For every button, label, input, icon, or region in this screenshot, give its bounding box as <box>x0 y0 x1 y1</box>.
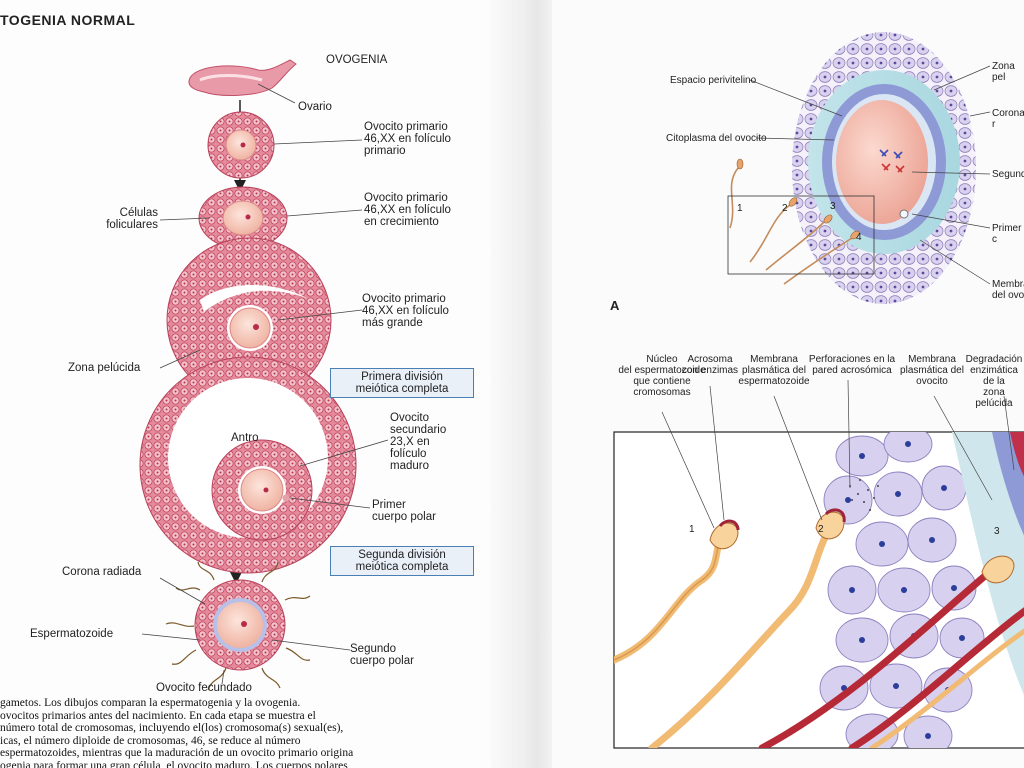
page-header: TOGENIA NORMAL <box>0 12 136 28</box>
label-espermatozoide: Espermatozoide <box>30 628 114 640</box>
label-zona-pel: Zona pel <box>992 61 1015 83</box>
right-page: Espacio perivitelino Citoplasma del ovoc… <box>552 0 1024 768</box>
label-citoplasma-ovocito: Citoplasma del ovocito <box>666 133 767 144</box>
num-bottom-2: 2 <box>818 524 824 535</box>
fertilization-diagram <box>613 32 1024 749</box>
sperm-tails <box>165 561 311 691</box>
chromosomes-icon <box>879 149 905 173</box>
label-corona-r: Corona r <box>992 108 1024 130</box>
num-bottom-3: 3 <box>994 526 1000 537</box>
label-ovocito-fecundado: Ovocito fecundado <box>156 682 252 694</box>
num-top-3: 3 <box>830 201 836 212</box>
sperm-3-tail <box>758 566 996 748</box>
num-top-2: 2 <box>782 203 788 214</box>
sperm-1-head <box>709 522 739 550</box>
sperm-2-tail <box>648 528 832 748</box>
num-bottom-1: 1 <box>689 524 695 535</box>
zoom-frame-a <box>727 195 875 275</box>
label-primer-c: Primer c <box>992 223 1022 245</box>
label-espacio-perivitelino: Espacio perivitelino <box>670 75 757 86</box>
label-antro: Antro <box>231 432 259 444</box>
corona-cells-b <box>819 432 985 748</box>
ovogenia-title: OVOGENIA <box>326 54 388 66</box>
sperm-3-head <box>981 555 1015 584</box>
panel-a-label: A <box>610 298 620 313</box>
label-ovario: Ovario <box>298 101 332 113</box>
label-membrana-ovoc: Membrandel ovoc <box>992 279 1024 301</box>
label-segunda: Segunda <box>992 169 1024 180</box>
figure-caption: gametos. Los dibujos comparan la esperma… <box>0 697 354 768</box>
first-polar-body <box>899 209 909 219</box>
num-top-4: 4 <box>856 232 862 243</box>
ovogenesis-diagram <box>139 59 389 691</box>
oocyte-cytoplasm <box>836 100 928 224</box>
num-top-1: 1 <box>737 203 743 214</box>
acrosomal-dots <box>849 479 879 511</box>
book-gutter <box>490 0 552 768</box>
left-page: TOGENIA NORMAL <box>0 0 490 768</box>
label-zona-pelucida: Zona pelúcida <box>68 362 141 374</box>
label-corona-radiada: Corona radiada <box>62 566 142 578</box>
